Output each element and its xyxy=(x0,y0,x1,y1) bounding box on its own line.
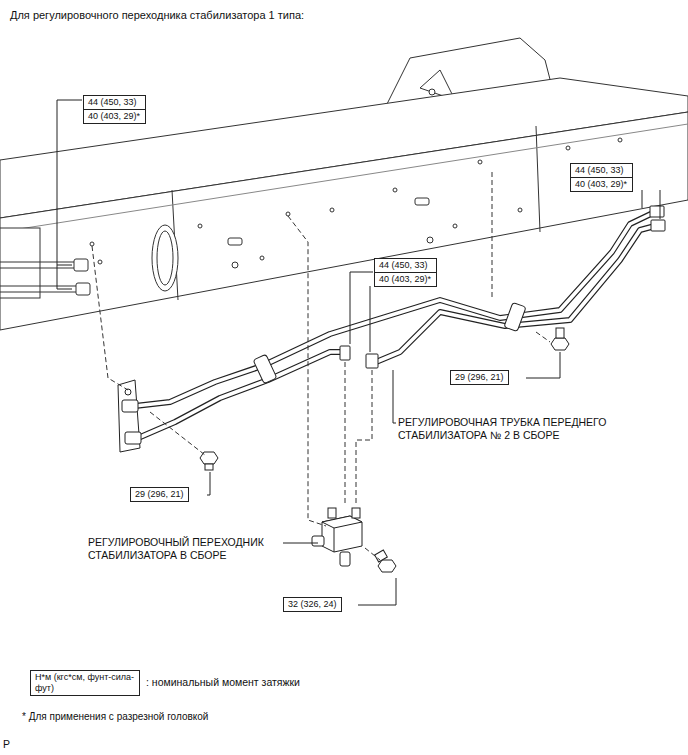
footnote: * Для применения с разрезной головкой xyxy=(22,710,208,723)
torque-box: 44 (450, 33)40 (403, 29)* xyxy=(83,95,146,124)
legend-text: : номинальный момент затяжки xyxy=(146,676,300,689)
torque-value: 32 (326, 24) xyxy=(284,598,341,611)
unit-legend-box: Н*м (кгс*см, фунт-сила-фут) xyxy=(30,670,140,696)
torque-value: 40 (403, 29)* xyxy=(571,177,632,191)
torque-value: 40 (403, 29)* xyxy=(375,272,436,286)
torque-value: 44 (450, 33) xyxy=(375,259,436,272)
torque-box: 29 (296, 21) xyxy=(130,487,189,502)
torque-value: 44 (450, 33) xyxy=(571,164,632,177)
title: Для регулировочного переходника стабилиз… xyxy=(10,9,304,22)
torque-value: 40 (403, 29)* xyxy=(84,109,145,123)
torque-box: 29 (296, 21) xyxy=(450,370,509,385)
torque-box: 44 (450, 33)40 (403, 29)* xyxy=(570,163,633,192)
torque-value: Н*м (кгс*см, фунт-сила-фут) xyxy=(31,671,139,695)
part-name: РЕГУЛИРОВОЧНЫЙ ПЕРЕХОДНИК СТАБИЛИЗАТОРА … xyxy=(88,536,280,562)
torque-value: 29 (296, 21) xyxy=(451,371,508,384)
torque-box: 32 (326, 24) xyxy=(283,597,342,612)
torque-value: 44 (450, 33) xyxy=(84,96,145,109)
torque-box: 44 (450, 33)40 (403, 29)* xyxy=(374,258,437,287)
figure-code: P xyxy=(3,738,10,751)
torque-value: 29 (296, 21) xyxy=(131,488,188,501)
part-name: РЕГУЛИРОВОЧНАЯ ТРУБКА ПЕРЕДНЕГО СТАБИЛИЗ… xyxy=(398,416,660,442)
